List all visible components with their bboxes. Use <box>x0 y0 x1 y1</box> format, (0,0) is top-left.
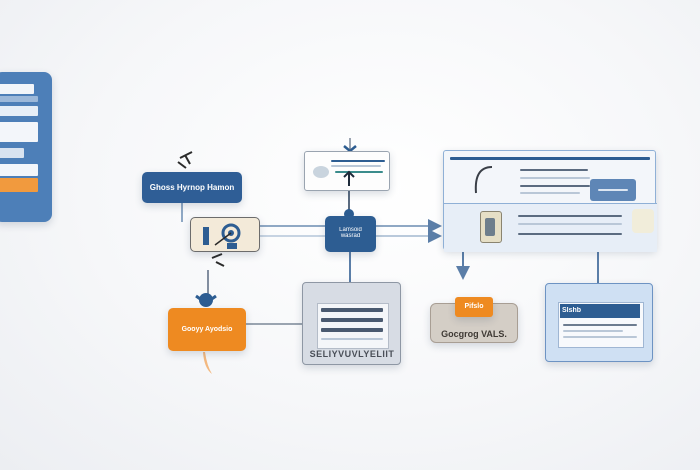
scroll-icon <box>480 211 502 243</box>
diagram-node-e[interactable]: Gooyy Ayodsio <box>168 308 246 351</box>
i-badge <box>590 179 636 201</box>
node-g-label: Gocgrog VALS. <box>441 329 507 339</box>
node-a-label: Ghoss Hyrnop Hamon <box>149 183 235 192</box>
cloud-shape <box>313 166 329 178</box>
node-f-label: SELIYVUVLYELIIT <box>309 349 395 359</box>
flame-icon <box>203 352 212 374</box>
side-device-panel <box>0 72 52 222</box>
node-e-label: Gooyy Ayodsio <box>181 326 233 333</box>
node-g-tag[interactable]: Pifslo <box>455 297 493 317</box>
upload-arrow-icon <box>343 170 355 186</box>
node-g-tag-label: Pifslo <box>464 303 484 310</box>
diagram-node-h[interactable]: Slshb <box>545 283 653 362</box>
diagram-node-c[interactable] <box>304 151 390 191</box>
bow-icon <box>199 293 213 307</box>
curve-icon <box>474 166 493 194</box>
node-d-label-2: wasrad <box>340 233 361 239</box>
pin-icon-2 <box>211 253 225 267</box>
node-h-label: Slshb <box>562 307 582 314</box>
diagram-node-f[interactable]: SELIYVUVLYELIIT <box>302 282 401 365</box>
node-d-label-1: Lamsoid <box>339 227 362 233</box>
diagram-node-a[interactable]: Ghoss Hyrnop Hamon <box>142 172 242 203</box>
target-icon <box>203 223 241 249</box>
diagram-node-b[interactable] <box>190 217 260 252</box>
diagram-node-i[interactable] <box>443 150 657 252</box>
diagram-node-d[interactable]: Lamsoid wasrad <box>325 216 376 252</box>
feather-icon <box>632 209 654 233</box>
pin-icon <box>177 151 193 169</box>
